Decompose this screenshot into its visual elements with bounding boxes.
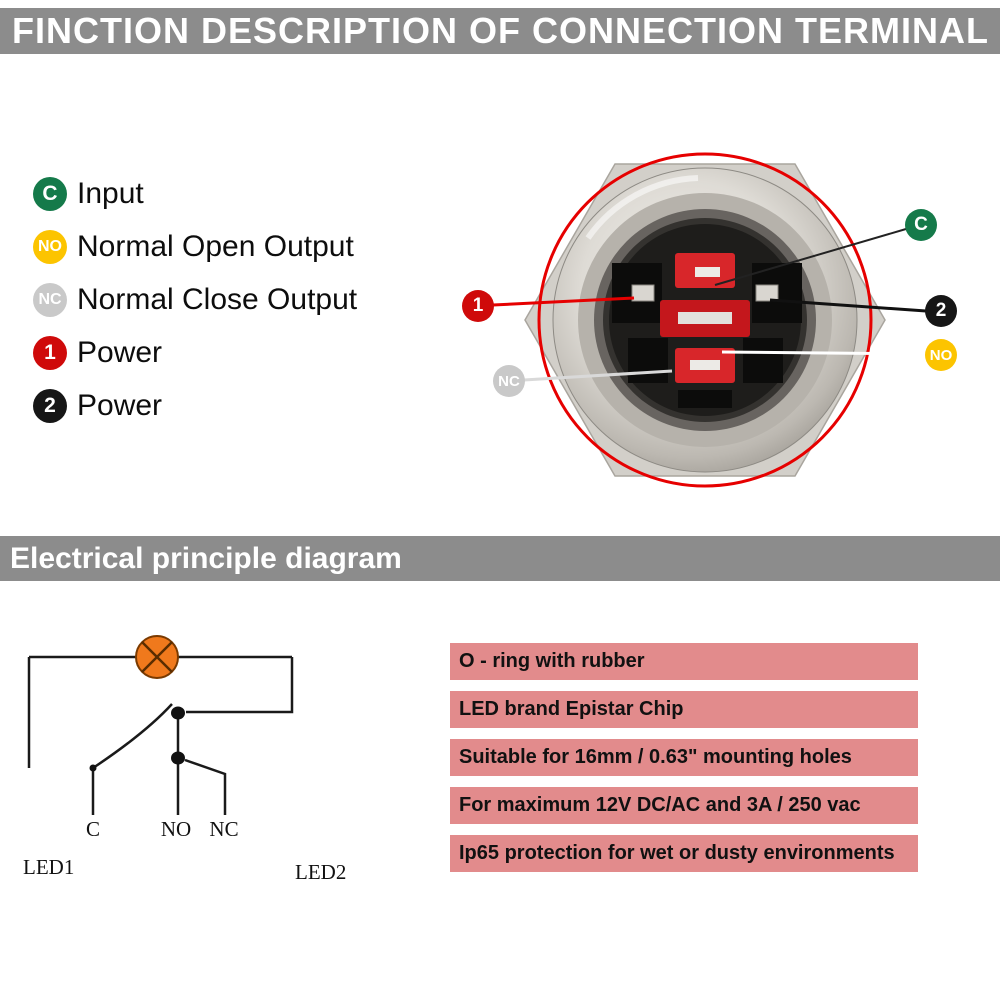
feature-row-protection: Ip65 protection for wet or dusty environ… <box>450 835 918 872</box>
legend-label-nc: Normal Close Output <box>77 283 358 316</box>
legend-badge-2: 2 <box>33 389 67 423</box>
section-title: Electrical principle diagram <box>10 541 402 575</box>
terminal-pin-right <box>755 284 779 302</box>
pin-top <box>695 267 720 277</box>
red-outline-circle <box>537 152 873 488</box>
feature-row-led: LED brand Epistar Chip <box>450 691 918 728</box>
legend-row-no: NO Normal Open Output <box>33 229 357 265</box>
slot-lower-left <box>628 338 668 383</box>
callout-badge-c: C <box>905 209 937 241</box>
slot-bottom <box>678 390 732 408</box>
legend-label-input: Input <box>77 177 144 210</box>
callout-badge-no: NO <box>925 339 957 371</box>
legend-badge-1: 1 <box>33 336 67 370</box>
circuit-diagram: C NO NC LED1 LED2 <box>23 635 346 884</box>
slot-lower-right <box>743 338 783 383</box>
circuit-label-c: C <box>86 817 100 841</box>
callout-badge-nc: NC <box>493 365 525 397</box>
terminal-legend: C Input NO Normal Open Output NC Normal … <box>33 176 357 441</box>
lever-pivot <box>89 764 97 772</box>
legend-row-input: C Input <box>33 176 357 212</box>
legend-label-no: Normal Open Output <box>77 230 354 263</box>
circuit-label-led2: LED2 <box>295 860 346 884</box>
ring-highlight <box>585 175 699 240</box>
feature-row-mounting: Suitable for 16mm / 0.63" mounting holes <box>450 739 918 776</box>
terminal-pin-left <box>631 284 655 302</box>
product-photo <box>524 152 886 488</box>
switch-lever <box>92 703 173 770</box>
contact-upper <box>171 706 185 720</box>
section-title-banner: Electrical principle diagram <box>0 536 1000 581</box>
page-title: FINCTION DESCRIPTION OF CONNECTION TERMI… <box>12 10 989 51</box>
feature-row-rating: For maximum 12V DC/AC and 3A / 250 vac <box>450 787 918 824</box>
lamp-x-2 <box>141 641 173 673</box>
callout-badge-1: 1 <box>462 290 494 322</box>
feature-row-oring: O - ring with rubber <box>450 643 918 680</box>
circuit-label-no: NO <box>161 817 191 841</box>
feature-list: O - ring with rubber LED brand Epistar C… <box>450 643 918 883</box>
contact-lower <box>171 751 185 765</box>
legend-label-power2: Power <box>77 389 163 422</box>
legend-row-power1: 1 Power <box>33 335 357 371</box>
legend-row-power2: 2 Power <box>33 388 357 424</box>
legend-badge-c: C <box>33 177 67 211</box>
legend-badge-nc: NC <box>33 283 67 317</box>
header-banner: FINCTION DESCRIPTION OF CONNECTION TERMI… <box>0 8 1000 54</box>
circuit-label-led1: LED1 <box>23 855 74 879</box>
callout-badge-2: 2 <box>925 295 957 327</box>
circuit-label-nc: NC <box>209 817 238 841</box>
legend-label-power1: Power <box>77 336 163 369</box>
stub-nc <box>184 758 227 815</box>
pin-middle <box>678 312 732 324</box>
wire-right-vertical <box>186 657 294 714</box>
legend-badge-no: NO <box>33 230 67 264</box>
pin-bottom <box>690 360 720 370</box>
legend-row-nc: NC Normal Close Output <box>33 282 357 318</box>
